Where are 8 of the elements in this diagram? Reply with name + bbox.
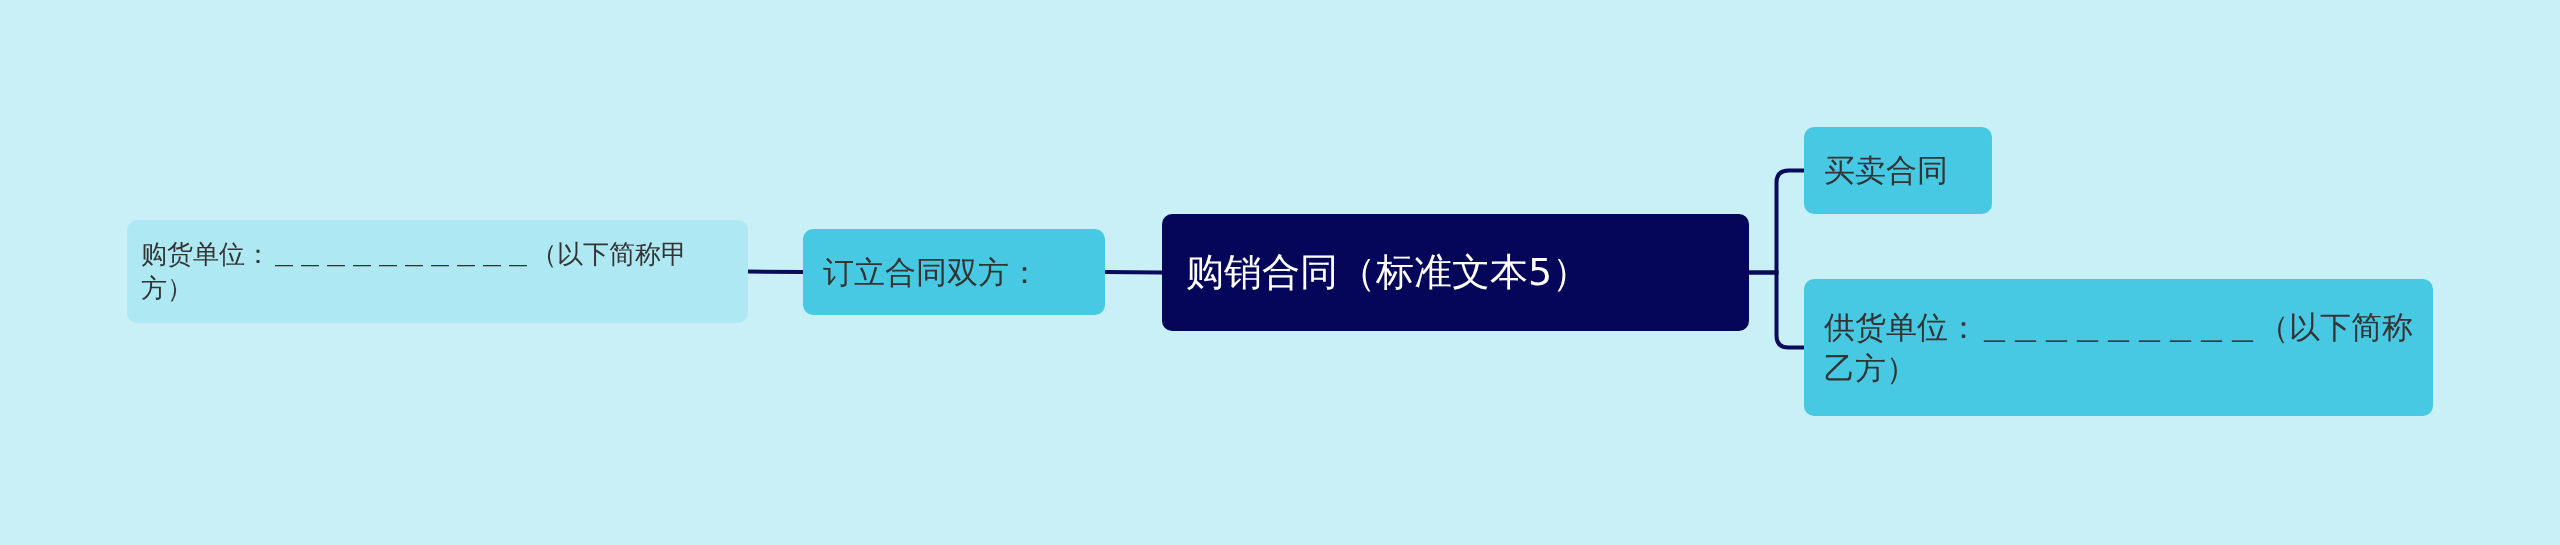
connector-line <box>747 269 804 274</box>
subtopic-box: 购货单位：＿＿＿＿＿＿＿＿＿＿（以下简称甲方） <box>127 220 748 323</box>
connector-line <box>1749 270 1804 350</box>
topic-box: 订立合同双方： <box>803 229 1105 315</box>
connector-line <box>1105 270 1162 275</box>
topic-box: 供货单位：＿＿＿＿＿＿＿＿＿（以下简称乙方） <box>1804 279 2433 416</box>
topic-box: 买卖合同 <box>1804 127 1992 214</box>
central-topic-box: 购销合同（标准文本5） <box>1162 214 1749 331</box>
